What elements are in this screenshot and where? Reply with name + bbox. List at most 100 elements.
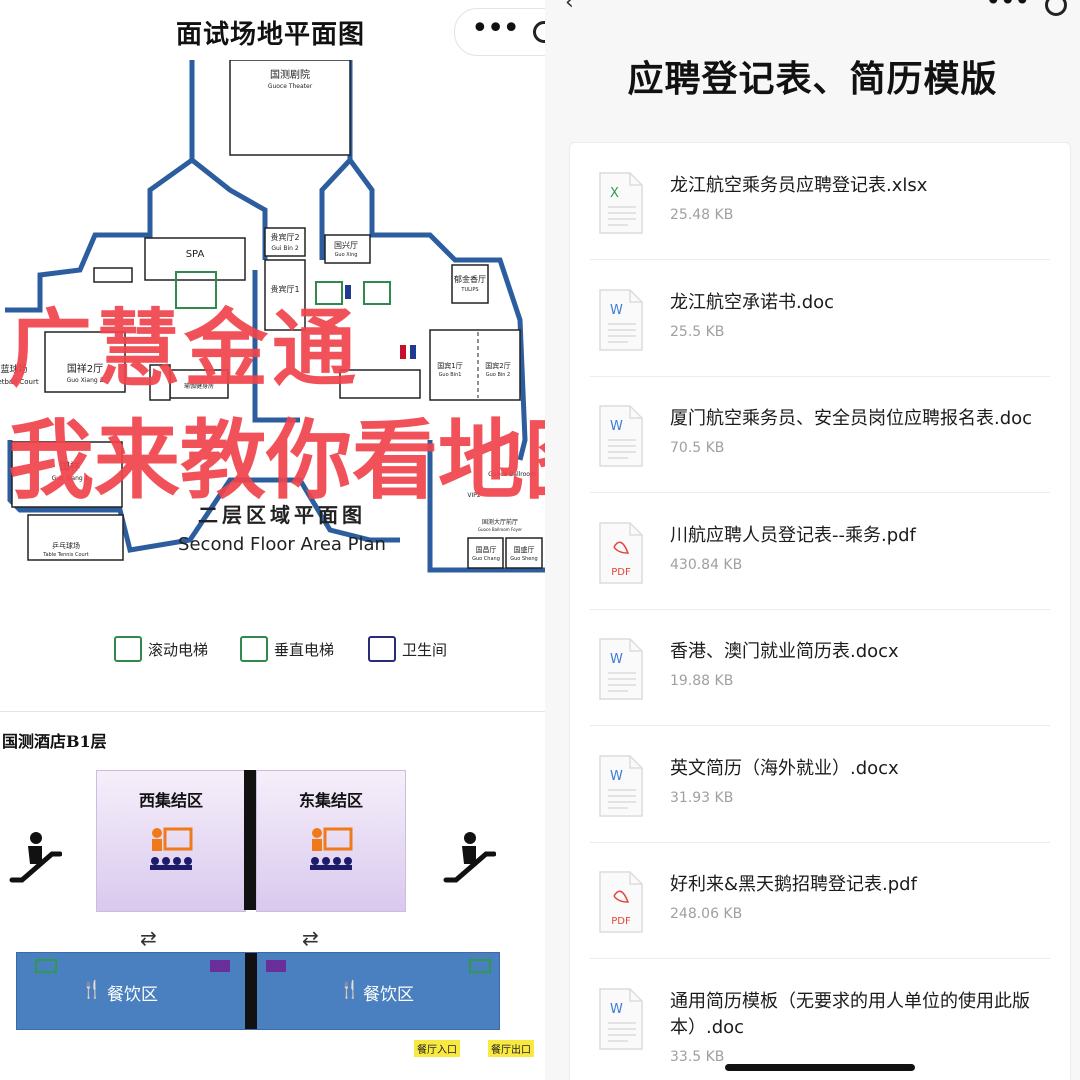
- back-chevron-icon[interactable]: ‹: [565, 0, 574, 15]
- exit-sign-icon: [35, 959, 57, 973]
- left-panel: 面试场地平面图 •••: [0, 8, 545, 1057]
- exit-legend: 餐厅出口: [488, 1040, 534, 1057]
- room-tulip-cn: 郁金香厅: [454, 274, 486, 284]
- file-name: 香港、澳门就业简历表.docx: [670, 641, 899, 662]
- room-guoxing-cn: 国兴厅: [334, 241, 358, 250]
- row-separator: [590, 492, 1050, 493]
- file-item[interactable]: W 通用简历模板（无要求的用人单位的使用此版本）.doc 33.5 KB: [570, 959, 1070, 1076]
- doc-file-icon: W: [599, 288, 643, 351]
- presenter-icon: [310, 827, 353, 870]
- west-zone-label: 西集结区: [138, 791, 203, 810]
- fork-knife-icon: 🍴: [81, 980, 103, 1000]
- more-icon[interactable]: •••: [985, 0, 1031, 17]
- legend-elevator: 垂直电梯: [240, 636, 334, 662]
- file-size: 70.5 KB: [670, 440, 725, 456]
- double-arrow-icon: ⇄: [140, 926, 157, 950]
- file-name: 川航应聘人员登记表--乘务.pdf: [670, 524, 916, 546]
- east-assembly-zone: 东集结区: [256, 770, 406, 912]
- file-item[interactable]: PDF 好利来&黑天鹅招聘登记表.pdf 248.06 KB: [570, 842, 1070, 959]
- more-icon[interactable]: •••: [471, 11, 520, 46]
- room-foyer-cn: 国测大厅前厅: [482, 518, 518, 526]
- legend-escalator-label: 滚动电梯: [148, 640, 209, 659]
- xlsx-file-icon: X: [599, 172, 643, 234]
- file-name: 厦门航空乘务员、安全员岗位应聘报名表.doc: [670, 408, 1033, 429]
- entrance-sign-icon: [266, 960, 286, 972]
- doc-file-icon: W: [599, 987, 643, 1050]
- file-item[interactable]: W 龙江航空承诺书.doc 25.5 KB: [570, 260, 1070, 377]
- floor-plan-map: 国测剧院 Guoce Theater SPA 贵宾厅2 Gui Bin 2 贵宾…: [0, 60, 545, 573]
- row-separator: [590, 608, 1050, 610]
- room-guobin1-cn: 国宾1厅: [437, 361, 462, 370]
- svg-text:W: W: [610, 769, 623, 784]
- file-size: 25.5 KB: [670, 323, 725, 340]
- file-item[interactable]: X 龙江航空乘务员应聘登记表.xlsx 25.48 KB: [570, 143, 1070, 260]
- legend-elevator-label: 垂直电梯: [274, 640, 335, 659]
- svg-text:W: W: [610, 1002, 623, 1017]
- svg-text:X: X: [610, 186, 619, 201]
- room-guobin2-cn: 国宾2厅: [485, 361, 510, 370]
- legend-toilet: 卫生间: [368, 636, 447, 662]
- room-guibin1-cn: 贵宾厅1: [270, 284, 299, 294]
- file-name: 好利来&黑天鹅招聘登记表.pdf: [670, 874, 917, 895]
- escalator-icon: [114, 636, 142, 662]
- file-name: 英文简历（海外就业）.docx: [670, 757, 899, 779]
- close-icon[interactable]: [1045, 0, 1067, 16]
- escalator-icon-left: [9, 832, 62, 883]
- file-list: X 龙江航空乘务员应聘登记表.xlsx 25.48 KB W 龙江航空承诺书.d…: [569, 142, 1071, 1080]
- legend-toilet-label: 卫生间: [402, 640, 448, 659]
- doc-file-icon: W: [599, 754, 643, 817]
- doc-file-icon: W: [599, 638, 643, 700]
- room-basketball-cn: 蓝球场: [0, 363, 27, 375]
- b1-title: 国测酒店B1层: [2, 732, 107, 751]
- file-item[interactable]: W 厦门航空乘务员、安全员岗位应聘报名表.doc 70.5 KB: [570, 376, 1070, 493]
- room-guobin1-en: Guo Bin1: [439, 372, 462, 378]
- home-indicator: [725, 1064, 915, 1071]
- room-basketball-en: etball Court: [0, 378, 39, 386]
- svg-text:W: W: [610, 303, 623, 318]
- row-separator: [590, 375, 1050, 377]
- fork-knife-icon: 🍴: [339, 980, 361, 1000]
- room-guoxiang1-en: Guo Xiang 1: [52, 475, 89, 482]
- watermark-line-1: 广慧金通: [8, 299, 361, 398]
- room-foyer-en: Guoce Ballroom Foyer: [478, 527, 522, 532]
- file-size: 430.84 KB: [670, 556, 743, 573]
- file-size: 19.88 KB: [670, 673, 734, 689]
- file-item[interactable]: PDF 川航应聘人员登记表--乘务.pdf 430.84 KB: [570, 493, 1070, 610]
- plan-title-cn: 二层区域平面图: [198, 503, 366, 527]
- file-item[interactable]: W 香港、澳门就业简历表.docx 19.88 KB: [570, 609, 1070, 726]
- file-item[interactable]: W 英文简历（海外就业）.docx 31.93 KB: [570, 726, 1070, 843]
- svg-text:PDF: PDF: [611, 916, 631, 927]
- row-separator: [590, 725, 1050, 726]
- room-ballroom-en: Guoce Ballroom: [488, 471, 536, 478]
- divider: [0, 711, 545, 712]
- file-name: 龙江航空乘务员应聘登记表.xlsx: [670, 175, 928, 196]
- room-pingpong-cn: 乒乓球场: [52, 541, 80, 550]
- svg-text:W: W: [610, 652, 623, 667]
- file-size: 33.5 KB: [670, 1048, 725, 1065]
- room-pingpong-en: Table Tennis Court: [42, 552, 88, 558]
- row-separator: [590, 841, 1050, 843]
- room-guoxiang1-cn: 国祥: [60, 460, 80, 473]
- entrance-legend: 餐厅入口: [414, 1040, 460, 1057]
- room-theater-en: Guoce Theater: [268, 83, 313, 90]
- close-icon[interactable]: [533, 21, 545, 43]
- row-separator: [590, 958, 1050, 959]
- legend-escalator: 滚动电梯: [114, 636, 208, 662]
- room-guoxing-en: Guo Xing: [335, 252, 358, 258]
- east-zone-label: 东集结区: [298, 791, 363, 810]
- room-guosheng-en: Guo Sheng: [510, 556, 537, 562]
- row-separator: [590, 259, 1050, 260]
- room-gym-cn: 瑜伽健身房: [184, 382, 214, 390]
- presenter-icon: [150, 827, 193, 870]
- room-guibin2-en: Gui Bin 2: [271, 245, 299, 252]
- page-title: 面试场地平面图: [176, 20, 366, 50]
- mini-program-capsule[interactable]: •••: [454, 8, 545, 56]
- toilet-icon: [368, 636, 396, 662]
- page-title: 应聘登记表、简历模版: [627, 59, 998, 100]
- dining-area: 🍴 餐饮区 🍴 餐饮区: [16, 952, 500, 1030]
- room-guoxiang2-en: Guo Xiang 2: [67, 377, 104, 384]
- file-name: 龙江航空承诺书.doc: [670, 291, 835, 313]
- room-guibin2-cn: 贵宾厅2: [270, 232, 299, 242]
- entrance-sign-icon: [210, 960, 230, 972]
- west-assembly-zone: 西集结区: [96, 770, 246, 912]
